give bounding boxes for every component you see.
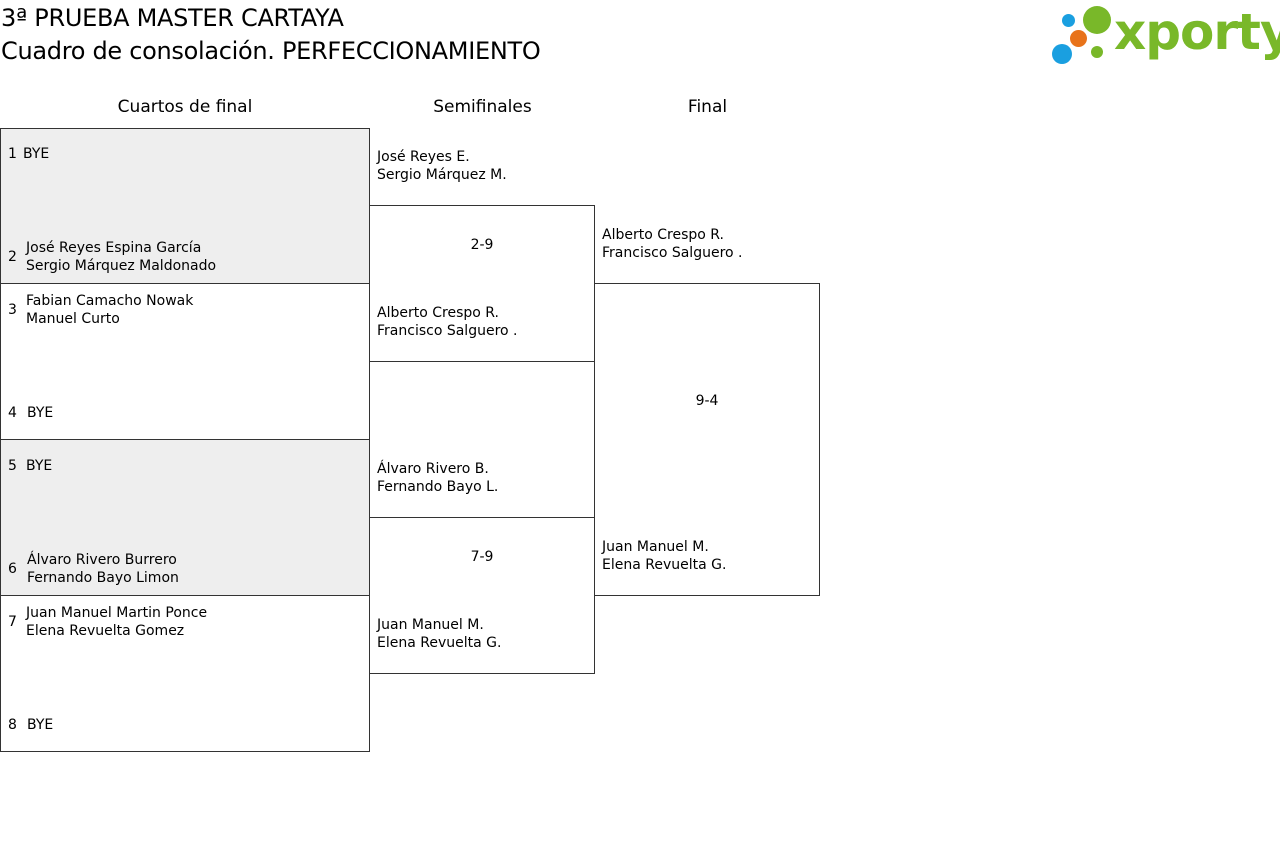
player-name: Juan Manuel M. <box>377 617 484 633</box>
player-name: Sergio Márquez M. <box>377 167 507 183</box>
player-name: Álvaro Rivero B. <box>377 461 489 477</box>
match-score: 9-4 <box>695 393 719 409</box>
player-name: Fernando Bayo Limon <box>27 570 179 586</box>
seed-number: 2 <box>8 249 17 265</box>
player-name: Juan Manuel Martin Ponce <box>26 605 208 621</box>
logo-dot-icon <box>1070 30 1087 47</box>
seed-number: 8 <box>8 717 17 733</box>
seed-number: 3 <box>8 302 17 318</box>
player-name: BYE <box>27 405 54 421</box>
player-name: Fabian Camacho Nowak <box>26 293 194 309</box>
logo-dot-icon <box>1091 46 1103 58</box>
player-name: Elena Revuelta Gomez <box>26 623 185 639</box>
page-title: 3ª PRUEBA MASTER CARTAYA <box>1 4 344 32</box>
player-name: Elena Revuelta G. <box>602 557 727 573</box>
logo-dot-icon <box>1083 6 1111 34</box>
seed-number: 6 <box>8 561 17 577</box>
player-name: José Reyes E. <box>377 149 470 165</box>
seed-number: 5 <box>8 458 17 474</box>
match-score: 7-9 <box>470 549 494 565</box>
player-name: Sergio Márquez Maldonado <box>26 258 217 274</box>
player-name: Francisco Salguero . <box>602 245 743 261</box>
player-name: Elena Revuelta G. <box>377 635 502 651</box>
player-name: José Reyes Espina García <box>26 240 202 256</box>
logo-text: xporty <box>1114 3 1280 61</box>
xporty-logo: xporty <box>1050 3 1280 66</box>
player-name: Juan Manuel M. <box>602 539 709 555</box>
page-subtitle: Cuadro de consolación. PERFECCIONAMIENTO <box>1 37 541 65</box>
round-header-quarterfinals: Cuartos de final <box>117 97 253 117</box>
player-name: Alberto Crespo R. <box>602 227 724 243</box>
player-name: BYE <box>27 717 54 733</box>
player-name: Francisco Salguero . <box>377 323 518 339</box>
player-name: Álvaro Rivero Burrero <box>27 552 177 568</box>
player-name: Manuel Curto <box>26 311 120 327</box>
seed-number: 1 <box>8 146 17 162</box>
seed-number: 4 <box>8 405 17 421</box>
round-header-final: Final <box>687 97 728 117</box>
match-score: 2-9 <box>470 237 494 253</box>
player-name: Alberto Crespo R. <box>377 305 499 321</box>
match-box-quarterfinal-1 <box>0 128 370 284</box>
round-header-semifinals: Semifinales <box>433 97 532 117</box>
seed-number: 7 <box>8 614 17 630</box>
match-box-final <box>594 283 820 596</box>
player-name: BYE <box>26 458 53 474</box>
player-name: BYE <box>23 146 50 162</box>
match-box-quarterfinal-3 <box>0 439 370 596</box>
player-name: Fernando Bayo L. <box>377 479 499 495</box>
logo-dot-icon <box>1062 14 1075 27</box>
logo-dot-icon <box>1052 44 1072 64</box>
